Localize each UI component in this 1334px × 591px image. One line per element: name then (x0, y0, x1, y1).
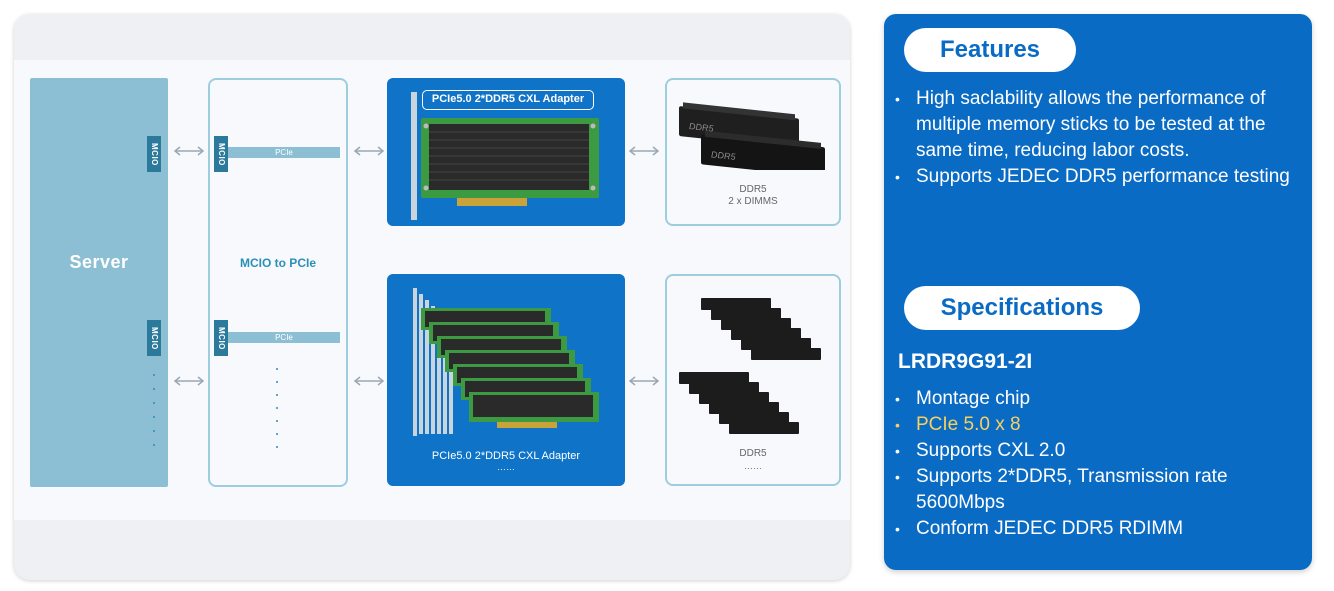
bottom-adapter-card: PCIe5.0 2*DDR5 CXL Adapter …… (387, 274, 625, 486)
product-info-panel: Features High saclability allows the per… (884, 14, 1312, 570)
spec-item: PCIe 5.0 x 8 (884, 412, 1304, 438)
feature-item: High saclability allows the performance … (884, 86, 1304, 164)
adapter-mcio-port-top: MCIO (214, 136, 228, 172)
ddr5-memory-stick-icon: DDR5 DDR5 (679, 102, 825, 170)
ddr5-memory-stack-icon (679, 298, 821, 434)
double-arrow-icon (173, 376, 205, 386)
spec-item: Supports 2*DDR5, Transmission rate 5600M… (884, 464, 1304, 516)
adapter-continuation-dots (276, 368, 280, 458)
pcie-slot-bottom: PCIe (228, 332, 340, 343)
double-arrow-icon (628, 376, 660, 386)
bottom-card-ellipsis: …… (497, 462, 515, 472)
bottom-dimm-ellipsis: …… (744, 461, 762, 471)
double-arrow-icon (353, 376, 385, 386)
top-dimm-count: 2 x DIMMS (728, 196, 778, 207)
top-adapter-card: PCIe5.0 2*DDR5 CXL Adapter (387, 78, 625, 226)
mcio-to-pcie-label: MCIO to PCIe (239, 256, 316, 270)
specifications-heading: Specifications (904, 286, 1140, 330)
architecture-diagram: Server MCIO MCIO MCIO MCIO PCIe PCIe MCI… (14, 14, 850, 580)
double-arrow-icon (628, 146, 660, 156)
stacked-adapter-cards-icon (413, 288, 599, 436)
server-label: Server (69, 252, 129, 272)
bottom-card-caption: PCIe5.0 2*DDR5 CXL Adapter (431, 450, 581, 462)
top-dimm-box: DDR5 DDR5 DDR5 2 x DIMMS (665, 78, 841, 226)
ddr5-chip-label: DDR5 (689, 121, 714, 134)
cxl-adapter-card-icon (411, 92, 599, 220)
ddr5-chip-label: DDR5 (711, 149, 736, 162)
spec-item: Conform JEDEC DDR5 RDIMM (884, 516, 1304, 542)
bottom-dimm-box: DDR5 …… (665, 274, 841, 486)
double-arrow-icon (173, 146, 205, 156)
spec-item: Montage chip (884, 386, 1304, 412)
top-dimm-caption: DDR5 (739, 184, 767, 195)
pcie-slot-top: PCIe (228, 147, 340, 158)
double-arrow-icon (353, 146, 385, 156)
server-block (30, 78, 168, 487)
server-continuation-dots (153, 374, 157, 464)
mcio-to-pcie-box (208, 78, 348, 487)
bottom-dimm-caption: DDR5 (739, 448, 767, 459)
model-number: LRDR9G91-2I (898, 350, 1033, 373)
spec-item: Supports CXL 2.0 (884, 438, 1304, 464)
server-mcio-port-bottom: MCIO (147, 320, 161, 356)
features-heading: Features (904, 28, 1076, 72)
adapter-mcio-port-bottom: MCIO (214, 320, 228, 356)
specifications-list: Montage chip PCIe 5.0 x 8 Supports CXL 2… (884, 386, 1304, 542)
feature-item: Supports JEDEC DDR5 performance testing (884, 164, 1304, 190)
features-list: High saclability allows the performance … (884, 86, 1304, 190)
top-card-title: PCIe5.0 2*DDR5 CXL Adapter (422, 90, 594, 110)
server-mcio-port-top: MCIO (147, 136, 161, 172)
